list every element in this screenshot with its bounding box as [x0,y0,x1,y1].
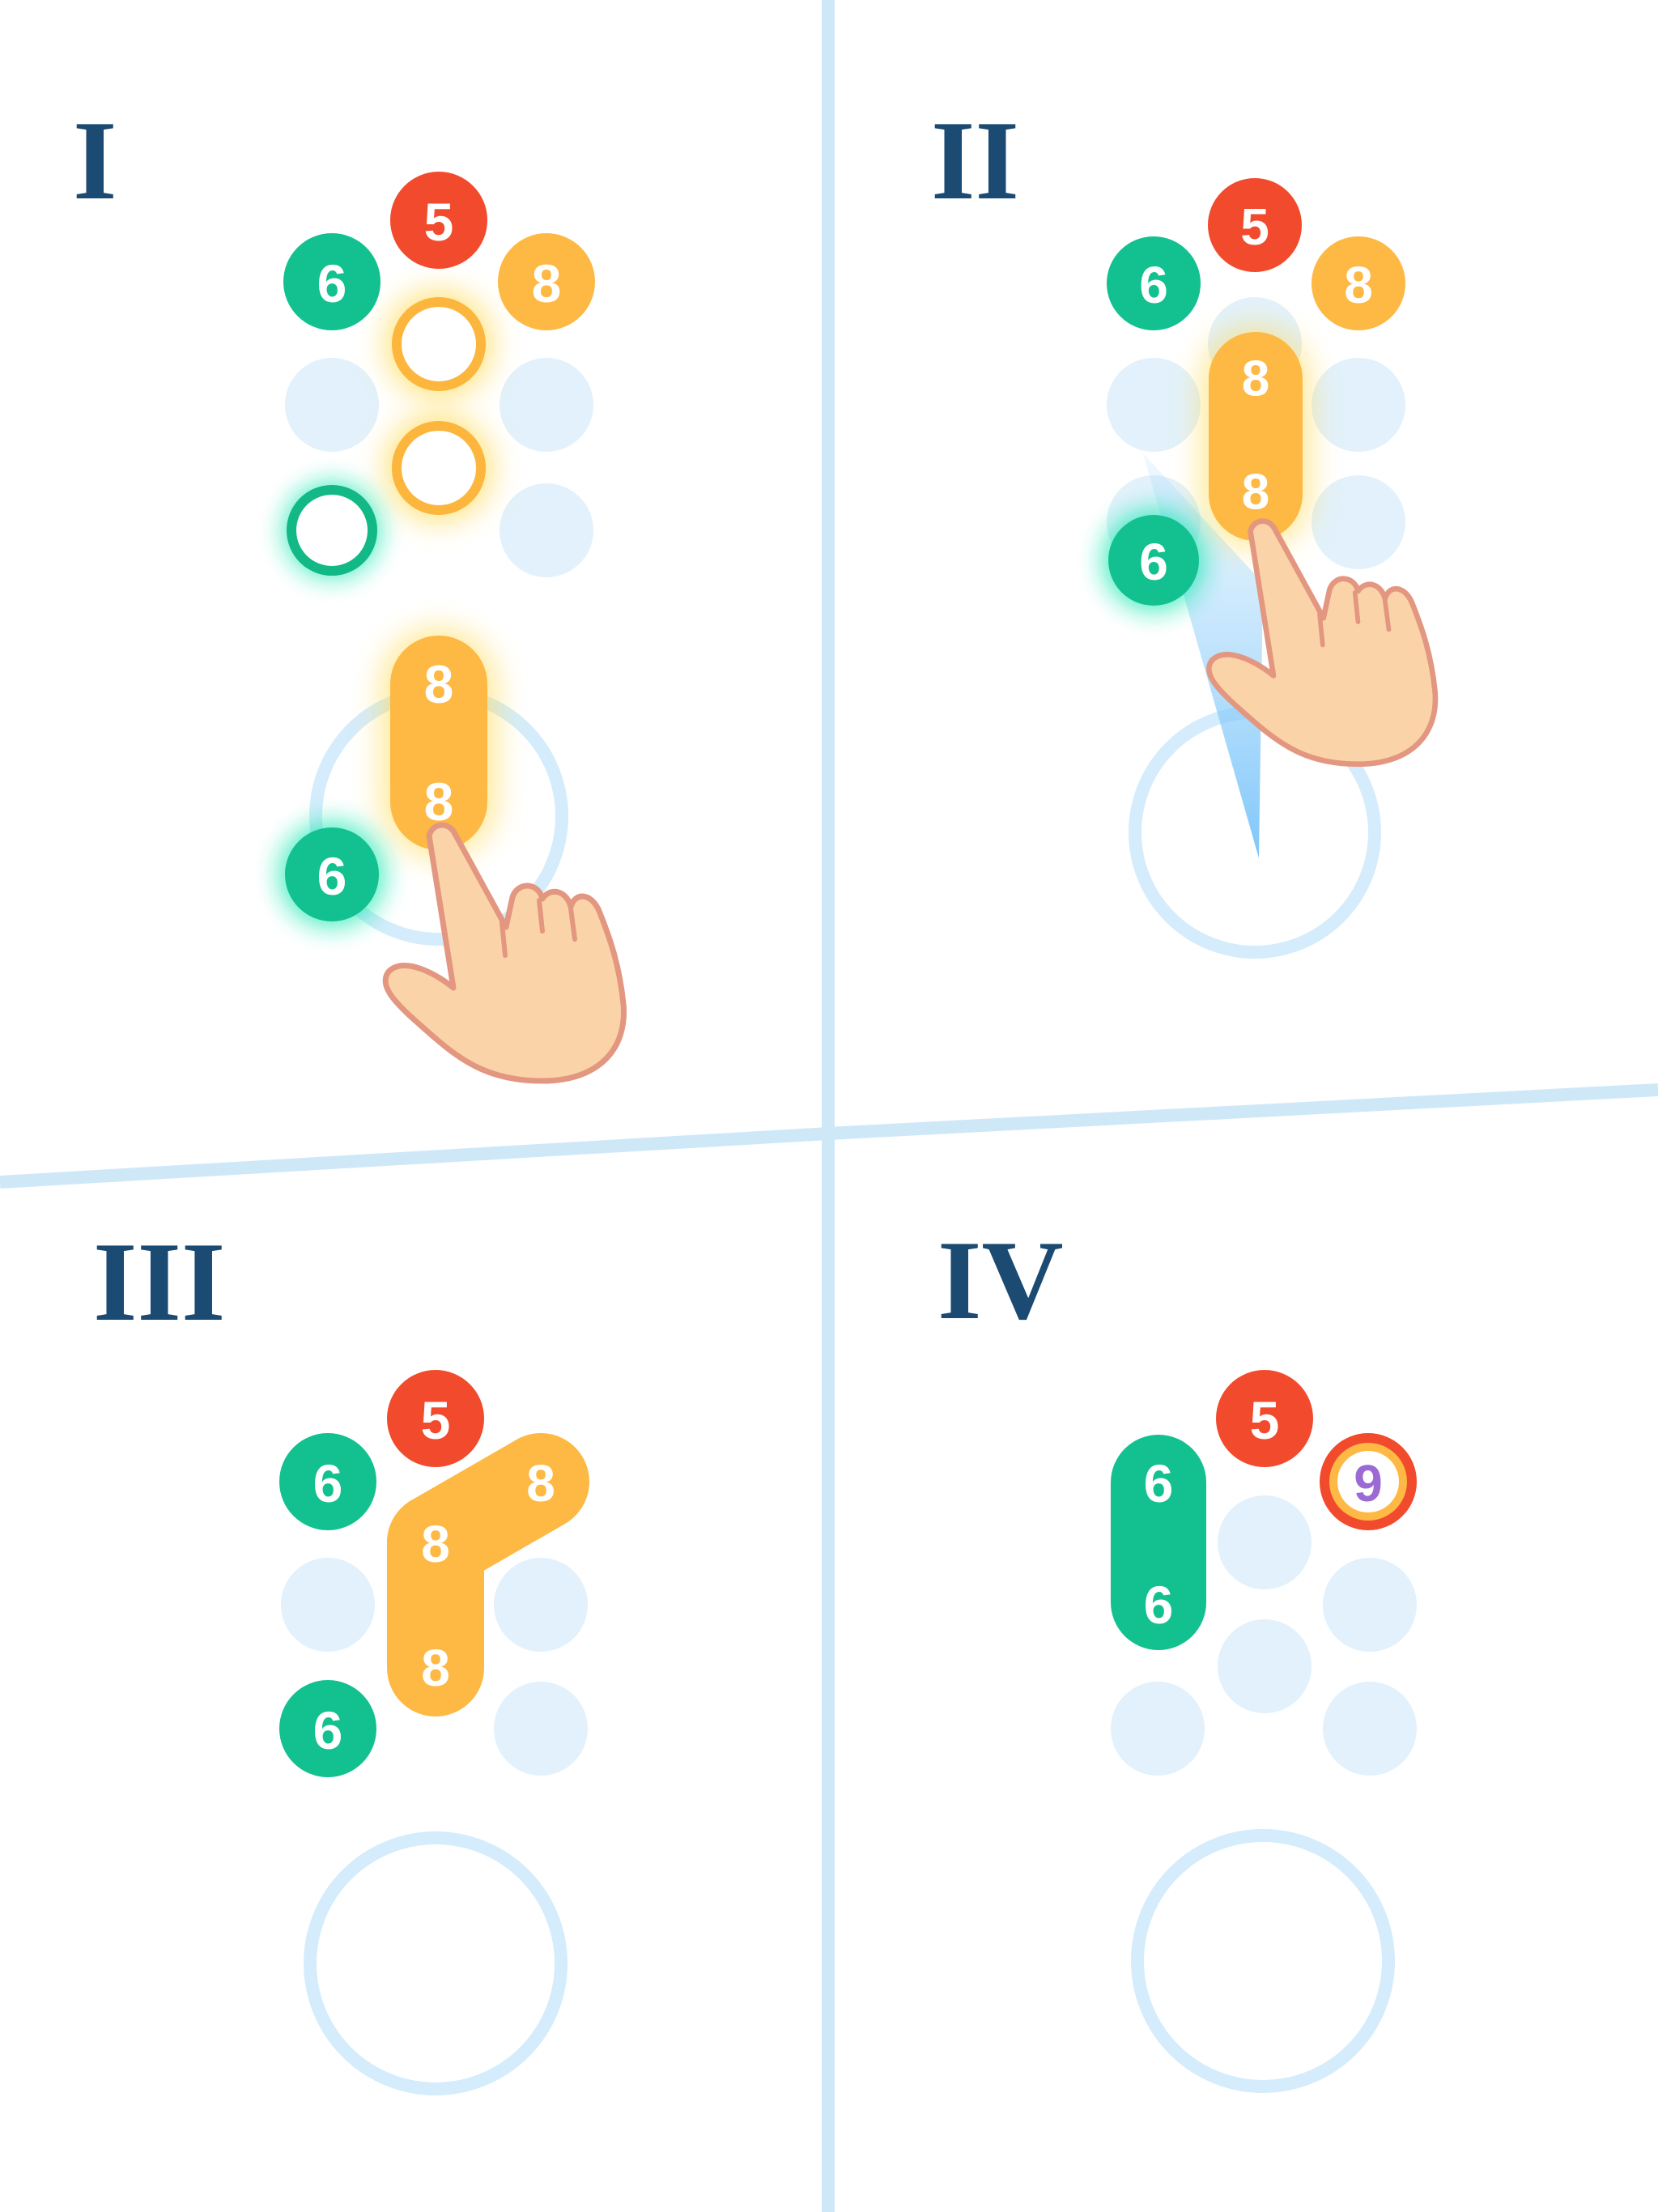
svg-text:5: 5 [421,1390,451,1450]
svg-text:5: 5 [1250,1390,1280,1450]
number-ball: 5 [1216,1370,1313,1467]
draggable-piece: 8 8 [1201,326,1311,549]
svg-text:8: 8 [1242,351,1269,407]
svg-text:8: 8 [421,1515,450,1573]
number-ball: 5 [1208,178,1302,272]
svg-text:5: 5 [1240,198,1269,256]
empty-slot [1323,1682,1417,1776]
panel-label: IV [937,1218,1064,1343]
svg-text:6: 6 [313,1700,343,1760]
placed-piece: 6 6 [1111,1435,1206,1650]
panel-label: I [73,98,117,223]
merged-ball: 9 [1320,1433,1417,1530]
empty-slot [281,1558,375,1652]
target-slot-highlight [385,415,492,521]
target-slot-highlight [282,480,382,581]
empty-slot [1312,475,1405,569]
svg-text:5: 5 [424,192,454,252]
number-ball: 6 [277,819,387,929]
empty-slot [500,358,593,452]
horizontal-divider-right [827,1083,1658,1140]
number-ball: 6 [279,1680,376,1777]
number-ball: 6 [283,233,380,330]
spawn-ring [1131,1829,1395,2093]
empty-slot [1323,1558,1417,1652]
svg-text:8: 8 [1344,256,1373,314]
number-ball: 6 [1100,507,1207,614]
empty-slot [1111,1682,1205,1776]
horizontal-divider-left [0,1127,829,1189]
svg-text:8: 8 [532,253,562,313]
svg-text:6: 6 [1139,256,1168,314]
panel-4: IV 6 6 5 9 [937,1218,1417,2093]
svg-text:8: 8 [424,654,454,714]
pointer-hand-icon [1205,518,1439,768]
empty-slot [1312,358,1405,452]
empty-slot [1107,358,1201,452]
draggable-piece: 8 8 [380,627,497,858]
svg-text:8: 8 [421,1639,450,1697]
svg-text:8: 8 [526,1454,555,1512]
svg-text:8: 8 [1242,465,1269,521]
panel-label: II [931,98,1019,223]
empty-slot [500,483,593,577]
target-slot-highlight [385,291,492,398]
number-ball: 5 [387,1370,484,1467]
panel-3: III 5 6 8 8 8 6 [93,1219,589,2095]
empty-slot [494,1558,588,1652]
pointer-hand-icon [382,822,627,1084]
number-ball: 8 [498,233,595,330]
number-ball: 6 [1107,236,1201,330]
number-ball: 8 [1312,236,1405,330]
svg-text:6: 6 [1144,1453,1174,1513]
empty-slot [285,358,379,452]
number-ball: 5 [390,172,487,269]
panel-label: III [93,1219,225,1345]
svg-text:8: 8 [424,772,454,832]
placed-piece: 8 8 8 [387,1433,589,1716]
empty-slot [494,1682,588,1776]
panel-2: II 5 6 8 8 8 [931,98,1439,959]
number-ball: 6 [279,1433,376,1530]
svg-text:6: 6 [1144,1575,1174,1635]
panel-1: I 5 6 8 [73,98,627,1084]
spawn-ring [304,1831,568,2095]
svg-text:6: 6 [1139,533,1168,591]
empty-slot [1218,1619,1312,1713]
svg-text:9: 9 [1354,1454,1383,1512]
svg-text:6: 6 [317,846,347,906]
svg-text:6: 6 [313,1453,343,1513]
empty-slot [1218,1495,1312,1589]
svg-text:6: 6 [317,253,347,313]
